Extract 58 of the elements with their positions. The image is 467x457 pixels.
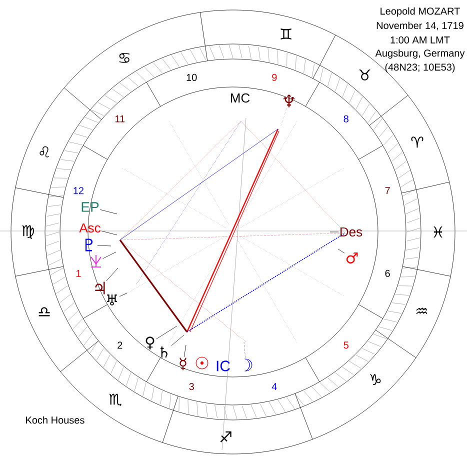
leader-line bbox=[106, 268, 118, 282]
zodiac-sign-glyph: ♎ bbox=[38, 307, 50, 316]
house-number: 5 bbox=[344, 342, 348, 349]
chart-info-text: 1:00 AM LMT bbox=[390, 36, 450, 44]
leader-line bbox=[338, 248, 345, 254]
zodiac-sign-glyph: ♑ bbox=[370, 374, 381, 385]
zodiac-sign-glyph: ♊ bbox=[280, 28, 292, 40]
leader-line bbox=[101, 230, 118, 236]
house-number: 9 bbox=[272, 74, 277, 81]
house-system-text: Koch Houses bbox=[26, 416, 84, 424]
planet-glyph: ♇ bbox=[85, 238, 93, 252]
planet-glyph: ☉ bbox=[196, 356, 208, 370]
zodiac-sign-glyph: ♈ bbox=[411, 136, 424, 148]
house-number: 6 bbox=[385, 270, 390, 277]
zodiac-sign-glyph: ♋ bbox=[119, 53, 130, 63]
zodiac-sign-glyph: ♐ bbox=[220, 431, 232, 442]
zodiac-sign-glyph: ♉ bbox=[359, 69, 370, 80]
zodiac-sign-glyph: ♏ bbox=[109, 394, 122, 406]
house-number: 7 bbox=[385, 187, 390, 194]
chart-info-text: Augsburg, Germany bbox=[375, 49, 465, 59]
planet-glyph: ♆ bbox=[284, 94, 294, 108]
chart-info-text: (48N23; 10E53) bbox=[385, 63, 455, 73]
leader-line bbox=[100, 209, 118, 214]
planet-glyph: ♀ bbox=[146, 336, 154, 350]
planet-glyph: ♃ bbox=[95, 282, 105, 294]
zodiac-sign-glyph: ♒ bbox=[416, 308, 428, 314]
house-number: 11 bbox=[115, 115, 125, 122]
point-label: IC bbox=[216, 360, 230, 372]
planet-symbol-icon bbox=[90, 254, 102, 268]
zodiac-sign-glyph: ♍ bbox=[22, 225, 34, 239]
leader-line bbox=[171, 334, 184, 346]
point-label: Des bbox=[340, 227, 362, 237]
house-number: 2 bbox=[118, 342, 122, 349]
planet-glyph: ☽ bbox=[244, 358, 252, 372]
point-label: EP bbox=[82, 202, 99, 212]
chart-info-text: November 14, 1719 bbox=[376, 22, 464, 30]
leader-line bbox=[244, 342, 246, 358]
planet-glyph: ♅ bbox=[107, 294, 117, 306]
point-label: Asc bbox=[79, 223, 100, 233]
leader-line bbox=[102, 252, 116, 259]
leader-line bbox=[280, 108, 287, 126]
house-number: 10 bbox=[186, 74, 197, 81]
house-number: 12 bbox=[74, 187, 84, 194]
zodiac-sign-glyph: ♓ bbox=[434, 226, 442, 238]
planet-glyph: ♂ bbox=[346, 252, 358, 264]
house-number: 4 bbox=[272, 383, 277, 390]
planet-glyph: ☿ bbox=[180, 358, 186, 370]
leader-line bbox=[156, 326, 178, 340]
point-label: MC bbox=[230, 93, 250, 103]
leader-line bbox=[97, 245, 112, 246]
leader-line bbox=[119, 292, 128, 297]
house-number: 8 bbox=[344, 115, 348, 122]
planet-glyph: ♄ bbox=[160, 346, 168, 358]
leader-line bbox=[184, 344, 186, 358]
chart-info-text: Leopold MOZART bbox=[380, 7, 460, 17]
house-number: 1 bbox=[76, 270, 81, 277]
house-number: 3 bbox=[189, 383, 194, 390]
zodiac-sign-glyph: ♌ bbox=[40, 146, 49, 158]
